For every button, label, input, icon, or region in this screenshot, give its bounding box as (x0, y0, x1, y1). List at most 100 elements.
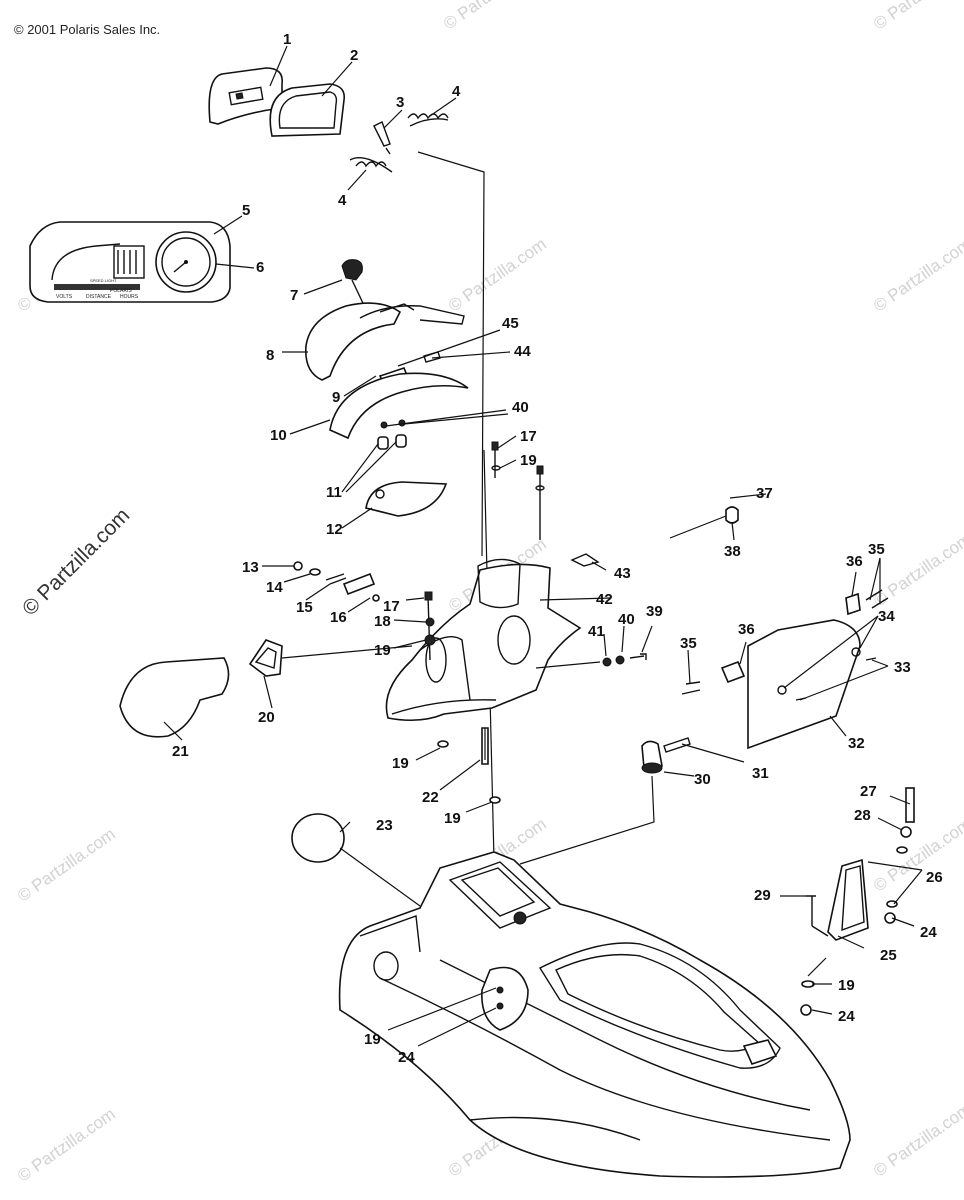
callout-label: 11 (326, 484, 342, 501)
callout-label: 5 (242, 202, 250, 219)
callout-label: 4 (452, 83, 461, 100)
callout-label: 14 (266, 579, 283, 596)
callout-label: 27 (860, 783, 877, 800)
gauge-brand-label: POLARIS (110, 288, 132, 294)
callout-label: 22 (422, 789, 439, 806)
part-11-grommets (377, 419, 407, 450)
part-22-fitting (481, 727, 489, 765)
part-13-nut (293, 561, 303, 571)
callout-label: 41 (588, 623, 605, 640)
leader-lines (163, 45, 923, 1047)
part-3-clip (373, 121, 391, 155)
callout-label: 44 (514, 343, 531, 360)
part-14-washer (309, 568, 321, 576)
callout-label: 37 (756, 485, 773, 502)
callout-label: 33 (894, 659, 911, 676)
part-7-knob (341, 259, 371, 319)
callout-label: 9 (332, 389, 340, 406)
callout-label: 17 (520, 428, 537, 445)
part-4-spring-upper (407, 113, 449, 127)
part-40-nut (615, 655, 625, 665)
callout-label: 45 (502, 315, 519, 332)
callout-label: 23 (376, 817, 393, 834)
callout-label: 35 (868, 541, 885, 558)
callout-label: 10 (270, 427, 287, 444)
callout-label: 39 (646, 603, 663, 620)
callout-label: 17 (383, 598, 400, 615)
part-2-seal (269, 83, 346, 137)
callout-label: 1 (283, 31, 291, 48)
callout-label: 19 (364, 1031, 381, 1048)
part-43-clip (570, 553, 600, 567)
part-1-pad (208, 67, 283, 125)
callout-label: 13 (242, 559, 259, 576)
callout-label: 19 (392, 755, 409, 772)
part-17-18-19-stack (424, 591, 436, 661)
callout-label: 2 (350, 47, 358, 64)
part-12-plate (365, 481, 448, 517)
part-36-bracket-left (720, 660, 746, 684)
copyright-text: © 2001 Polaris Sales Inc. (14, 22, 161, 37)
gauge-volts-label: VOLTS (56, 294, 73, 300)
part-16-bracket (342, 572, 380, 602)
part-23-cover (291, 813, 421, 907)
part-38-plug (669, 506, 739, 539)
callout-label: 21 (172, 743, 189, 760)
part-36-bracket-right (845, 592, 861, 616)
callout-label: 40 (618, 611, 635, 628)
callout-label: 31 (752, 765, 769, 782)
part-42-steering-cover (385, 558, 582, 722)
part-32-panel (747, 619, 861, 750)
gauge-distance-label: DISTANCE (86, 294, 112, 300)
part-20-mirror-base (248, 639, 413, 677)
callout-label: 7 (290, 287, 298, 304)
callout-label: 35 (680, 635, 697, 652)
part-24-nut-lower-right (800, 1004, 812, 1016)
callout-label: 32 (848, 735, 865, 752)
callout-labels: 1 2 3 4 4 5 6 7 8 9 10 11 12 13 14 15 16… (172, 31, 943, 1066)
part-15-screw (325, 573, 347, 585)
hose-line (519, 775, 655, 865)
part-27-pin (905, 787, 915, 823)
callout-label: 8 (266, 347, 274, 364)
callout-label: 43 (614, 565, 631, 582)
callout-label: 34 (878, 608, 895, 625)
callout-label: 28 (854, 807, 871, 824)
callout-label: 29 (754, 887, 771, 904)
part-41-washer (602, 657, 612, 667)
callout-label: 4 (338, 192, 347, 209)
callout-label: 20 (258, 709, 275, 726)
callout-label: 36 (846, 553, 863, 570)
callout-label: 16 (330, 609, 347, 626)
callout-label: 26 (926, 869, 943, 886)
callout-label: 6 (256, 259, 264, 276)
callout-label: 18 (374, 613, 391, 630)
callout-label: 19 (374, 642, 391, 659)
part-30-fitting (641, 740, 663, 774)
part-29-bolt (806, 895, 829, 937)
gauge-speed-label: SPEED LIGHT (90, 278, 117, 283)
callout-label: 40 (512, 399, 529, 416)
callout-label: 19 (838, 977, 855, 994)
part-35-rivets-left (681, 681, 701, 695)
callout-label: 3 (396, 94, 404, 111)
gauge-hours-label: HOURS (120, 294, 139, 300)
callout-label: 24 (920, 924, 937, 941)
callout-label: 15 (296, 599, 313, 616)
callout-label: 25 (880, 947, 897, 964)
part-24-nut-right (884, 912, 896, 924)
part-19-washer-mid (437, 740, 501, 804)
callout-label: 24 (398, 1049, 415, 1066)
part-39-bolt (629, 653, 647, 660)
part-4-spring-lower (349, 157, 393, 173)
callout-label: 30 (694, 771, 711, 788)
part-31-hose-clip (663, 737, 691, 753)
part-19-washer-upper (535, 465, 545, 540)
callout-label: 36 (738, 621, 755, 638)
callout-label: 19 (444, 810, 461, 827)
part-10-shroud (329, 372, 469, 440)
part-26-washers (886, 846, 908, 908)
callout-label: 24 (838, 1008, 855, 1025)
